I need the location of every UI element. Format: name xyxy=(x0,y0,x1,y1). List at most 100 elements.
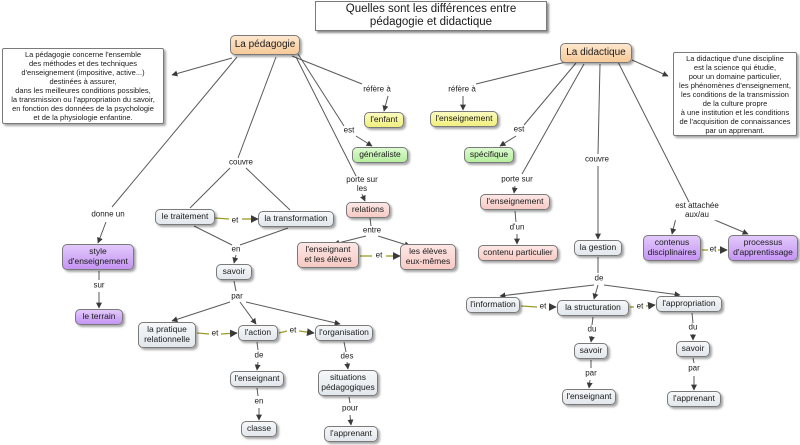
link-line xyxy=(214,217,230,220)
node-organisation[interactable]: l'organisation xyxy=(315,325,373,341)
link-line xyxy=(193,225,233,246)
node-processus-apprentissage[interactable]: processus d'apprentissage xyxy=(728,235,798,261)
link-line xyxy=(514,210,517,223)
node-lenfant[interactable]: l'enfant xyxy=(364,112,404,128)
node-savoir-did-2[interactable]: savoir xyxy=(676,341,710,357)
label-du-2: du xyxy=(687,322,699,333)
link-line xyxy=(591,316,594,326)
label-et-action-2: et xyxy=(289,325,297,335)
label-porte-sur-did: porte sur xyxy=(500,174,534,185)
link-line xyxy=(588,335,595,343)
link-line xyxy=(232,254,239,264)
label-dun: d'un xyxy=(508,222,526,233)
label-et-action-1: et xyxy=(211,328,219,338)
link-line xyxy=(297,53,345,127)
label-sur: sur xyxy=(92,280,106,291)
link-line xyxy=(670,217,677,235)
node-savoir-did-1[interactable]: savoir xyxy=(574,343,608,359)
node-pedagogie[interactable]: La pédagogie xyxy=(230,35,300,55)
node-situations[interactable]: situations pédagogiques xyxy=(318,370,378,396)
node-enseignant-eleves[interactable]: l'enseignant et les élèves xyxy=(297,242,359,268)
label-porte-sur-les: porte sur les xyxy=(345,175,379,194)
link-line xyxy=(592,284,599,300)
label-de-did: de xyxy=(593,273,605,284)
node-lenseignant-ped[interactable]: l'enseignant xyxy=(230,371,284,387)
link-line xyxy=(586,379,593,389)
link-line xyxy=(692,357,695,364)
node-style-enseignement[interactable]: style d'enseignement xyxy=(62,244,134,270)
node-structuration[interactable]: la structuration xyxy=(557,300,629,316)
link-line xyxy=(278,330,288,334)
node-pratique-relationnelle[interactable]: la pratique relationnelle xyxy=(138,322,196,348)
link-line xyxy=(239,301,257,325)
label-et-relations: et xyxy=(375,250,383,260)
node-specifique[interactable]: spécifique xyxy=(464,147,514,163)
link-line xyxy=(256,341,259,351)
node-gestion[interactable]: la gestion xyxy=(574,240,622,256)
link-line xyxy=(617,61,691,205)
link-line xyxy=(475,61,567,85)
node-generaliste[interactable]: généraliste xyxy=(352,147,408,163)
link-line xyxy=(196,332,210,335)
label-refere-a-did: réfère à xyxy=(447,84,477,95)
node-information[interactable]: l'information xyxy=(466,297,520,313)
label-couvre-did: couvre xyxy=(583,154,611,165)
label-et-contenus: et xyxy=(709,244,717,254)
link-line xyxy=(254,361,261,371)
node-eleves-eux-memes[interactable]: les élèves eux-mêmes xyxy=(400,244,456,270)
link-line xyxy=(369,217,372,227)
label-donne-un: donne un xyxy=(90,209,126,220)
link-line xyxy=(521,63,585,175)
link-line xyxy=(344,361,351,370)
link-line xyxy=(298,328,315,336)
link-line xyxy=(603,284,681,298)
node-savoir[interactable]: savoir xyxy=(216,264,252,280)
node-classe[interactable]: classe xyxy=(241,421,277,437)
node-contenus-disciplinaires[interactable]: contenus disciplinaires xyxy=(643,235,701,261)
label-couvre-ped: couvre xyxy=(227,157,255,168)
link-line xyxy=(245,167,291,211)
label-des: des xyxy=(339,351,355,362)
link-line xyxy=(256,387,259,397)
node-traitement[interactable]: le traitement xyxy=(155,209,215,225)
node-lenseignement-porte[interactable]: l'enseignement xyxy=(480,194,550,210)
link-line xyxy=(520,305,538,308)
label-pour: pour xyxy=(340,403,360,414)
label-et-struct: et xyxy=(636,301,644,311)
link-line xyxy=(295,56,358,179)
link-line xyxy=(343,341,347,353)
label-et-info: et xyxy=(539,301,547,311)
node-lenseignement-ref[interactable]: l'enseignement xyxy=(430,111,498,127)
node-appropriation[interactable]: l'appropriation xyxy=(656,296,722,312)
link-line xyxy=(355,135,373,147)
link-line xyxy=(645,301,656,310)
label-du-1: du xyxy=(586,324,598,335)
link-line xyxy=(499,284,595,299)
node-action[interactable]: l'action xyxy=(238,325,278,341)
node-le-terrain[interactable]: le terrain xyxy=(75,309,123,325)
node-lapprenant-ped[interactable]: l'apprenant xyxy=(324,426,378,442)
node-contenu-particulier[interactable]: contenu particulier xyxy=(478,245,558,261)
label-de-ped: de xyxy=(253,350,265,361)
link-line xyxy=(291,55,363,85)
node-relations[interactable]: relations xyxy=(346,202,390,218)
label-est-ped: est xyxy=(342,125,356,136)
definition-pedagogie[interactable]: La pédagogie concerne l'ensemble des mét… xyxy=(2,48,164,124)
label-en-classe: en xyxy=(253,396,265,407)
label-par-did-2: par xyxy=(687,363,701,374)
definition-didactique[interactable]: La didactique d'une discipline est la sc… xyxy=(673,52,797,136)
node-lapprenant-did[interactable]: l'apprenant xyxy=(667,391,721,407)
node-transformation[interactable]: la transformation xyxy=(258,211,334,227)
link-line xyxy=(245,301,341,326)
link-line xyxy=(511,185,518,194)
map-title: Quelles sont les différences entre pédag… xyxy=(315,1,547,31)
node-didactique[interactable]: La didactique xyxy=(560,43,632,63)
label-entre: entre xyxy=(361,225,383,236)
link-line xyxy=(523,62,577,126)
node-lenseignant-did[interactable]: l'enseignant xyxy=(562,389,616,405)
link-line xyxy=(171,301,231,323)
label-en: en xyxy=(230,244,242,255)
label-et-traitement: et xyxy=(231,215,239,225)
link-line xyxy=(348,396,351,404)
